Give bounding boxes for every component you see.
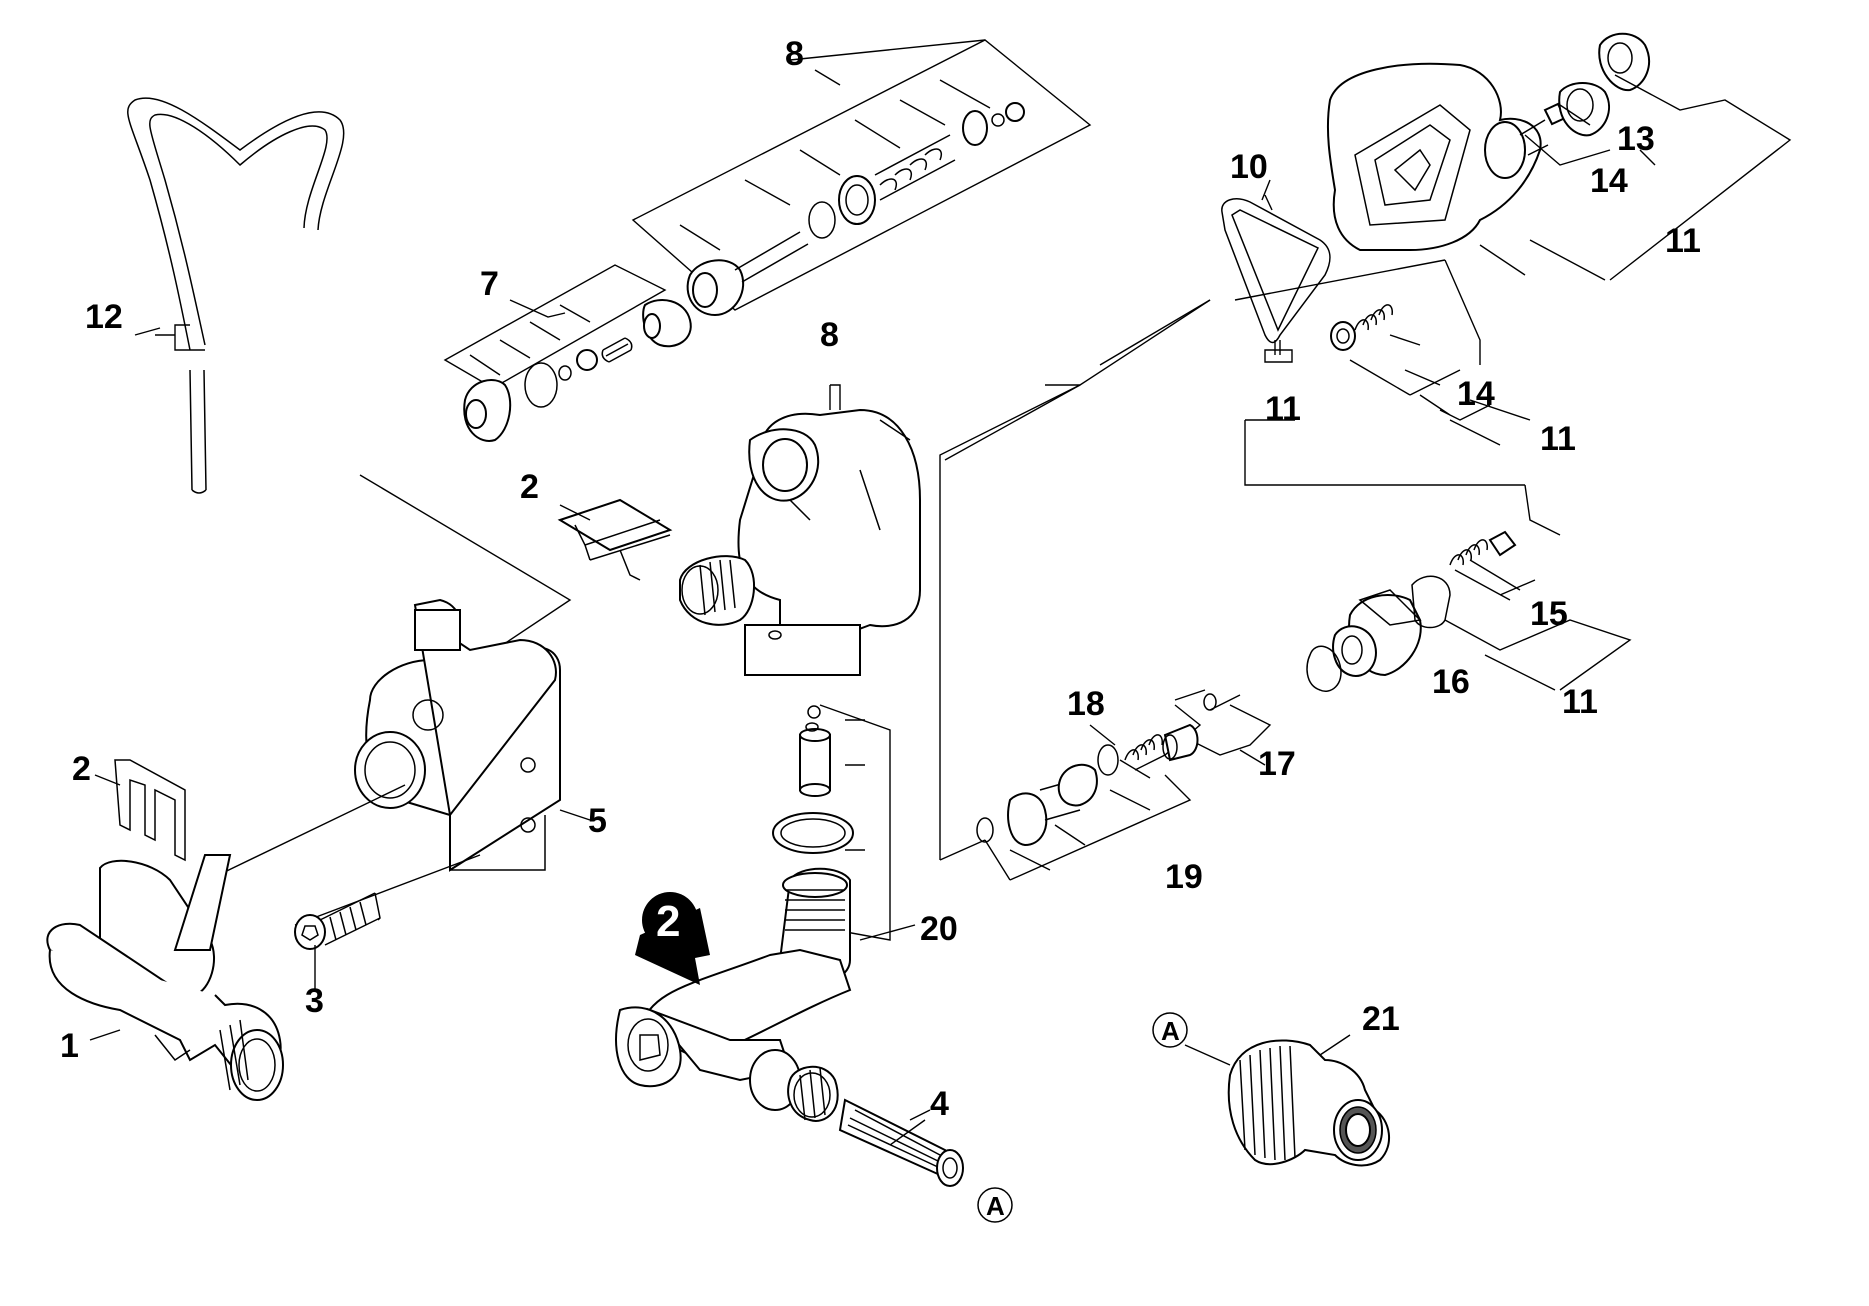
- label-4: 4: [930, 1085, 949, 1123]
- label-21: 21: [1362, 1000, 1400, 1038]
- label-18: 18: [1067, 685, 1105, 723]
- label-13: 13: [1617, 120, 1655, 158]
- part-16-valve-group: [1244, 419, 1632, 692]
- label-16: 16: [1432, 663, 1470, 701]
- label-15: 15: [1530, 595, 1568, 633]
- label-10: 10: [1230, 148, 1268, 186]
- label-8-top: 8: [785, 35, 804, 73]
- part-4-intake-assembly: [615, 867, 964, 1187]
- label-2-upper: 2: [520, 468, 539, 506]
- label-1: 1: [60, 1027, 79, 1065]
- part-19-valve-group: [939, 384, 1272, 881]
- label-2-lower: 2: [72, 750, 91, 788]
- label-3: 3: [305, 982, 324, 1020]
- connector-a-left: A: [1152, 1012, 1188, 1048]
- label-11-valve: 11: [1562, 683, 1598, 721]
- part-labels: 12 7 8 8 2 2 5 3 1 20 4 10 11 11 11 11 1…: [60, 35, 1701, 1123]
- leader-lines: [89, 69, 1656, 1121]
- part-7-valve-set: [443, 264, 692, 442]
- label-11-spring: 11: [1540, 420, 1576, 458]
- part-5-housing: [354, 474, 572, 872]
- part-1-elbow: [46, 784, 406, 1101]
- label-19: 19: [1165, 858, 1203, 896]
- label-17: 17: [1258, 745, 1296, 783]
- label-8-center: 8: [820, 316, 839, 354]
- part-2-clip-lower: [114, 759, 186, 862]
- label-7: 7: [480, 265, 499, 303]
- part-20-valve-insert: [772, 704, 891, 941]
- svg-text:A: A: [1161, 1016, 1180, 1046]
- svg-text:A: A: [986, 1191, 1005, 1221]
- leader-pump-connector-2: [1099, 299, 1211, 366]
- part-3-bolt: [294, 854, 481, 950]
- label-12: 12: [85, 298, 123, 336]
- badge-text: 2: [656, 897, 680, 946]
- part-12-hose: [127, 97, 345, 494]
- label-14-top: 14: [1590, 162, 1628, 200]
- connector-a-bottom: A: [977, 1187, 1013, 1223]
- part-8-valve-set-top: [631, 39, 1092, 317]
- part-11-pump-head-top: [1326, 32, 1792, 281]
- label-14-mid: 14: [1457, 375, 1495, 413]
- label-5: 5: [588, 802, 607, 840]
- label-11-seal: 11: [1265, 390, 1301, 428]
- leader-pump-connector: [944, 299, 1211, 461]
- part-21-coupling: [1184, 1034, 1391, 1167]
- part-10-seal: [1221, 179, 1331, 363]
- part-2-clip-upper: [557, 498, 673, 581]
- label-20: 20: [920, 910, 958, 948]
- part-14-spring-group: [1234, 259, 1531, 446]
- assembly-step-badge: 2: [635, 892, 710, 985]
- pump-head-center: [679, 384, 921, 676]
- label-11-head: 11: [1665, 222, 1701, 260]
